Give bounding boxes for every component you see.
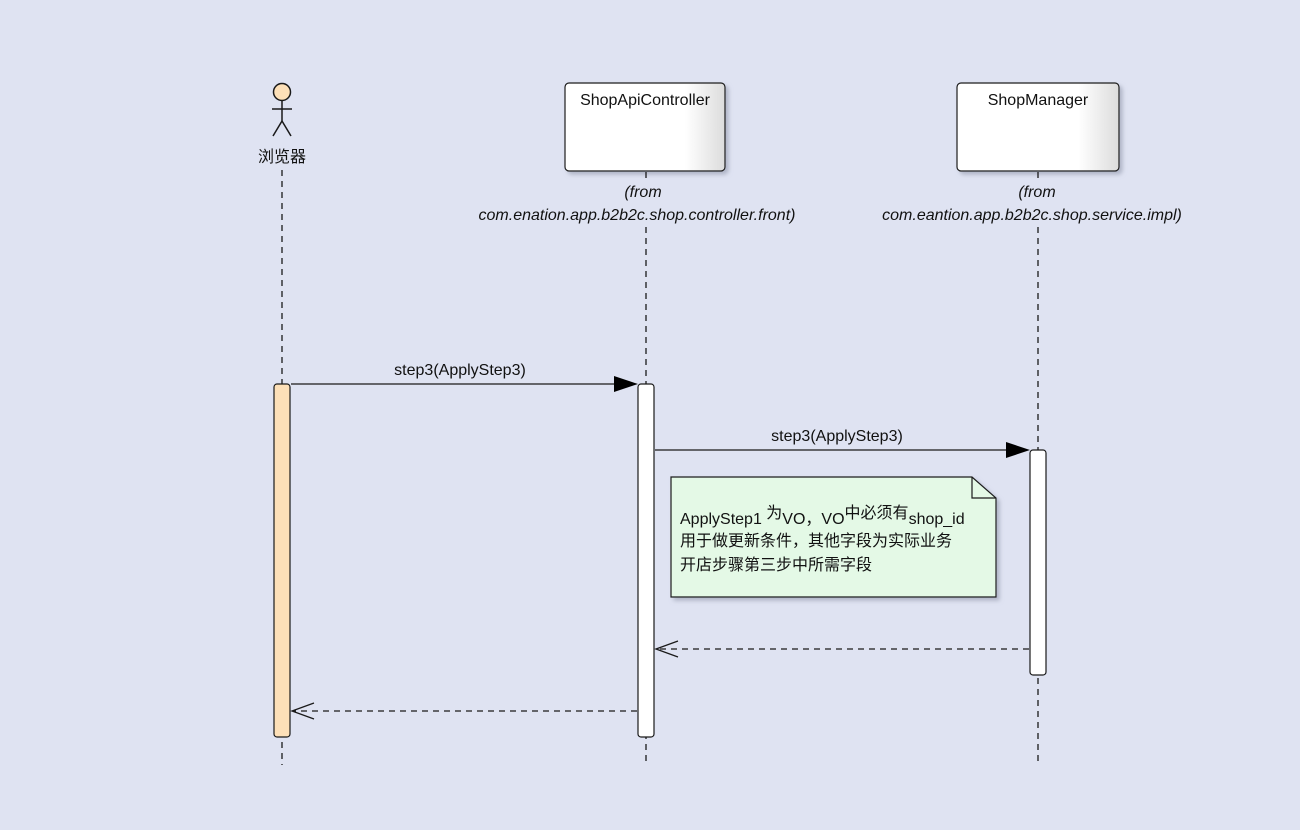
- lifeline-package: com.eantion.app.b2b2c.shop.service.impl): [882, 207, 1182, 224]
- label-backdrop: [600, 181, 690, 201]
- label-backdrop: [995, 181, 1085, 201]
- note-line-1: ApplyStep1 为VO，VO中必须有shop_id: [680, 504, 965, 528]
- lifeline-title: ShopApiController: [580, 92, 711, 109]
- note-text-part: shop_id: [909, 511, 965, 528]
- controller-activation-bar: [637, 383, 655, 738]
- lifeline-box: [564, 82, 726, 172]
- lifeline-shop-manager: ShopManager (from com.eantion.app.b2b2c.…: [858, 82, 1206, 765]
- note-fold-icon: [971, 477, 996, 499]
- note-text-part: ApplyStep1: [680, 511, 766, 528]
- actor-activation-bar: [273, 383, 291, 738]
- message-label: step3(ApplyStep3): [771, 428, 903, 445]
- lifeline-from-prefix: (from: [1018, 184, 1055, 201]
- note-line-3: 开店步骤第三步中所需字段: [680, 556, 872, 574]
- lifeline-from-prefix: (from: [624, 184, 661, 201]
- note-text-part: VO，VO: [782, 511, 844, 528]
- lifeline-title: ShopManager: [988, 92, 1089, 109]
- actor-name: 浏览器: [258, 148, 306, 166]
- filled-arrowhead-icon: [614, 376, 638, 392]
- return-to-controller: [654, 640, 1029, 658]
- filled-arrowhead-icon: [1006, 442, 1030, 458]
- message-step3-to-manager: step3(ApplyStep3): [655, 428, 1030, 458]
- note-body: [670, 476, 997, 598]
- open-arrowhead-icon: [654, 640, 679, 658]
- note-text-part: 中必须有: [845, 504, 909, 522]
- open-arrowhead-icon: [290, 702, 315, 720]
- manager-activation-bar: [1029, 449, 1047, 676]
- message-label: step3(ApplyStep3): [394, 362, 526, 379]
- lifeline-box: [956, 82, 1120, 172]
- lifeline-package: com.enation.app.b2b2c.shop.controller.fr…: [479, 207, 796, 224]
- stick-figure-icon: [272, 82, 292, 137]
- label-backdrop: [858, 205, 1206, 225]
- return-to-browser: [290, 702, 637, 720]
- label-backdrop: [455, 205, 820, 225]
- note-text-part: 为: [766, 504, 782, 522]
- actor-browser: 浏览器: [258, 82, 306, 166]
- message-step3-to-controller: step3(ApplyStep3): [291, 362, 638, 392]
- note: ApplyStep1 为VO，VO中必须有shop_id 用于做更新条件，其他字…: [670, 476, 997, 598]
- note-line-2: 用于做更新条件，其他字段为实际业务: [680, 532, 952, 550]
- lifeline-shop-api-controller: ShopApiController (from com.enation.app.…: [455, 82, 820, 765]
